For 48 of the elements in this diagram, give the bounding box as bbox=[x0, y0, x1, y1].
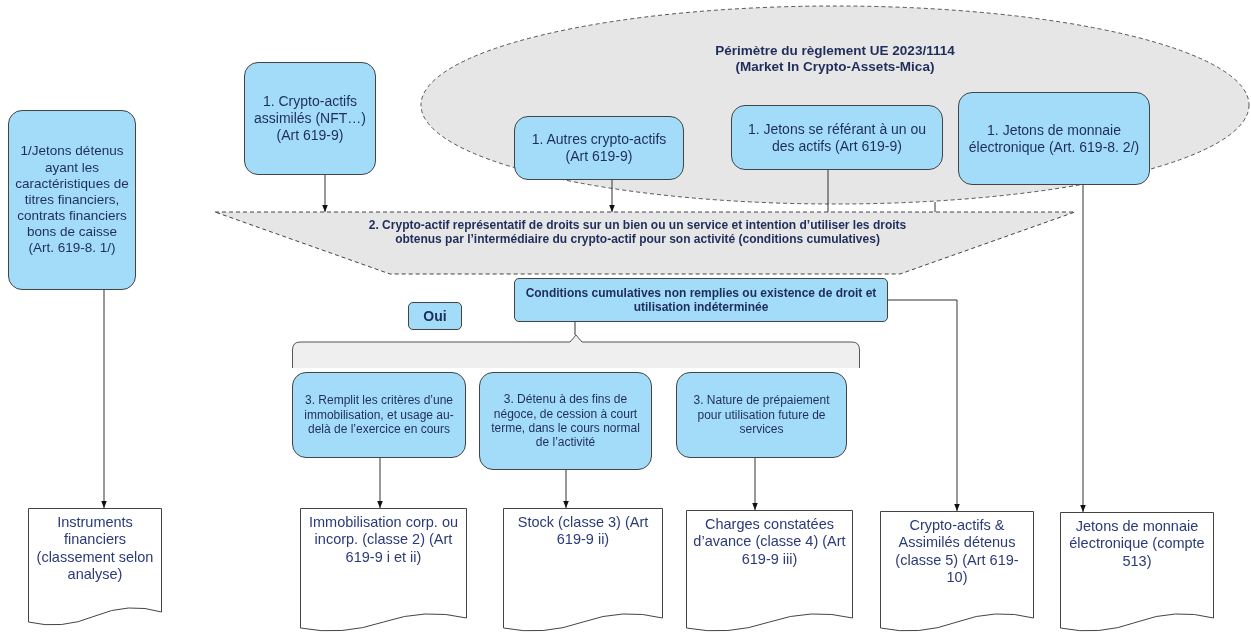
arrow bbox=[377, 457, 383, 509]
box-text: Conditions cumulatives non remplies ou existence de droit et utilisation indéterminée bbox=[524, 285, 878, 315]
box-text: Oui bbox=[422, 307, 448, 325]
criterion-box bbox=[479, 372, 652, 470]
box-text: 1. Jetons de monnaie électronique (Art. 619-8. 2/) bbox=[967, 121, 1141, 156]
condition-box bbox=[514, 278, 888, 322]
band-text: 2. Crypto-actif représentatif de droits sur un bien ou un service et intention d’utiliser les droits obtenus par l’intermédiaire du crypto-actif pour son activité (conditions cumulatives) bbox=[367, 218, 908, 247]
box-text: 3. Remplit les critères d’une immobilisation, et usage au-delà de l’exercice en cours bbox=[303, 393, 455, 437]
arrow bbox=[752, 457, 758, 511]
criterion-box bbox=[676, 372, 847, 458]
document-text: Crypto-actifs & Assimilés détenus (classe 5) (Art 619-10) bbox=[894, 517, 1020, 587]
category-box bbox=[731, 105, 943, 170]
category-box bbox=[514, 116, 684, 180]
brace-bracket bbox=[292, 334, 860, 368]
arrow bbox=[563, 469, 569, 509]
result-document bbox=[28, 508, 162, 626]
category-box bbox=[8, 110, 136, 290]
arrow bbox=[1080, 184, 1086, 513]
document-text: Stock (classe 3) (Art 619-9 ii) bbox=[516, 514, 650, 549]
arrow bbox=[609, 179, 615, 213]
result-document bbox=[300, 508, 467, 632]
answer-box bbox=[408, 302, 462, 330]
criterion-box bbox=[292, 372, 466, 458]
box-text: 1. Jetons se référant à un ou des actifs (Art 619-9) bbox=[746, 120, 928, 155]
document-text: Immobilisation corp. ou incorp. (classe 2) (Art 619-9 i et ii) bbox=[307, 514, 460, 567]
box-text: 3. Nature de prépaiement pour utilisation future de services bbox=[692, 393, 831, 437]
document-text: Charges constatées d’avance (classe 4) (Art 619-9 iii) bbox=[692, 516, 847, 569]
result-document bbox=[1060, 512, 1214, 632]
box-text: 1. Crypto-actifs assimilés (NFT…) (Art 619-9) bbox=[253, 93, 367, 144]
result-document bbox=[503, 508, 663, 632]
box-text: 3. Détenu à des fins de négoce, de cession à court terme, dans le cours normal de l’activité bbox=[490, 392, 641, 450]
document-text: Instruments financiers (classement selon analyse) bbox=[35, 514, 155, 584]
ellipse-title: Périmètre du règlement UE 2023/1114 (Market In Crypto-Assets-Mica) bbox=[714, 43, 956, 76]
connector-line bbox=[934, 201, 936, 213]
category-box bbox=[244, 62, 376, 175]
condition-band bbox=[215, 212, 1075, 274]
box-text: 1/Jetons détenus ayant les caractéristiques de titres financiers, contrats financiers bons de caisse (Art. 619-8. 1/) bbox=[14, 143, 130, 257]
box-text: 1. Autres crypto-actifs (Art 619-9) bbox=[530, 131, 668, 165]
arrow bbox=[887, 299, 960, 512]
result-document bbox=[686, 510, 853, 632]
category-box bbox=[958, 92, 1150, 185]
connector-line bbox=[827, 169, 829, 213]
arrow bbox=[322, 174, 328, 213]
arrow bbox=[101, 289, 107, 509]
result-document bbox=[880, 511, 1034, 632]
document-text: Jetons de monnaie électronique (compte 513) bbox=[1068, 518, 1206, 571]
connector-line bbox=[574, 321, 576, 336]
scope-ellipse bbox=[420, 5, 1250, 205]
